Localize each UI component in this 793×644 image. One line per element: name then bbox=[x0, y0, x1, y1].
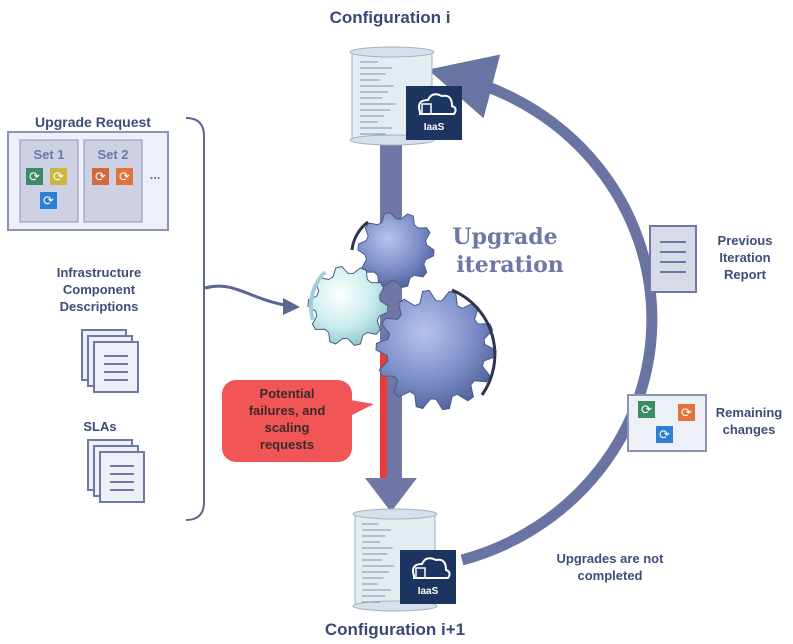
svg-text:⟳: ⟳ bbox=[659, 428, 670, 443]
not-completed-line-1: Upgrades are not bbox=[556, 551, 664, 566]
iaas-bottom-text: IaaS bbox=[417, 586, 439, 597]
iaas-badge-bottom bbox=[400, 550, 456, 604]
upgrade-iteration-label-1: Upgrade bbox=[452, 224, 558, 250]
infrastructure-doc-stack-icon bbox=[81, 329, 139, 393]
svg-text:⟳: ⟳ bbox=[53, 170, 64, 185]
sync-icon bbox=[40, 192, 57, 209]
slas-label: SLAs bbox=[83, 419, 117, 434]
failures-callout-line-2: failures, and bbox=[248, 403, 326, 418]
gear-light-icon bbox=[307, 265, 389, 347]
svg-text:⟳: ⟳ bbox=[119, 170, 130, 185]
previous-report-line-3: Report bbox=[724, 267, 766, 282]
failures-callout-line-1: Potential bbox=[259, 386, 315, 401]
config-top-label: Configuration i bbox=[329, 8, 451, 27]
sync-icon bbox=[678, 404, 695, 421]
infrastructure-label: Infrastructure Component Descriptions bbox=[56, 265, 142, 314]
set-1-label: Set 1 bbox=[33, 147, 65, 162]
sync-icon bbox=[26, 168, 43, 185]
svg-text:⟳: ⟳ bbox=[95, 170, 106, 185]
set-2-label: Set 2 bbox=[97, 147, 129, 162]
input-arrow bbox=[204, 284, 291, 308]
sla-doc-stack-icon bbox=[87, 439, 145, 503]
input-arrowhead bbox=[283, 298, 300, 315]
input-bracket bbox=[185, 117, 205, 521]
sync-icon bbox=[92, 168, 109, 185]
gear-large-icon bbox=[375, 289, 497, 411]
rotation-arc bbox=[308, 270, 327, 321]
upgrade-request-panel: ⟳ ⟳ ⟳ ⟳ ⟳ bbox=[7, 131, 169, 231]
previous-report-line-2: Iteration bbox=[719, 250, 771, 265]
iaas-badge-top bbox=[406, 86, 462, 140]
upgrade-iteration-label-2: iteration bbox=[456, 252, 564, 278]
remaining-changes-line-2: changes bbox=[722, 422, 776, 437]
upgrade-request-title: Upgrade Request bbox=[35, 114, 151, 130]
failures-callout-line-3: scaling bbox=[264, 420, 310, 435]
svg-text:⟳: ⟳ bbox=[681, 406, 692, 421]
sync-icon bbox=[638, 401, 655, 418]
rotation-arc bbox=[350, 220, 369, 251]
config-bottom-label: Configuration i+1 bbox=[324, 620, 466, 639]
remaining-changes-line-1: Remaining bbox=[715, 405, 783, 420]
previous-report-doc-icon bbox=[649, 225, 697, 293]
gear-small-icon bbox=[357, 211, 435, 289]
failures-callout bbox=[222, 380, 374, 462]
sync-icon bbox=[50, 168, 67, 185]
shaft-arrowhead bbox=[365, 478, 417, 512]
iteration-loop-arc bbox=[428, 54, 658, 566]
iaas-top-text: IaaS bbox=[423, 122, 445, 133]
svg-text:⟳: ⟳ bbox=[43, 194, 54, 209]
remaining-changes-panel: ⟳ ⟳ ⟳ bbox=[627, 394, 707, 452]
failures-red-line bbox=[380, 352, 387, 478]
sync-icon bbox=[116, 168, 133, 185]
previous-report-line-1: Previous bbox=[717, 233, 773, 248]
svg-text:⟳: ⟳ bbox=[641, 403, 652, 418]
failures-callout-line-4: requests bbox=[259, 437, 315, 452]
svg-text:⟳: ⟳ bbox=[29, 170, 40, 185]
more-sets-ellipsis: ... bbox=[149, 167, 161, 182]
sync-icon bbox=[656, 426, 673, 443]
rotation-arc bbox=[451, 288, 497, 396]
not-completed-line-2: completed bbox=[577, 568, 643, 583]
